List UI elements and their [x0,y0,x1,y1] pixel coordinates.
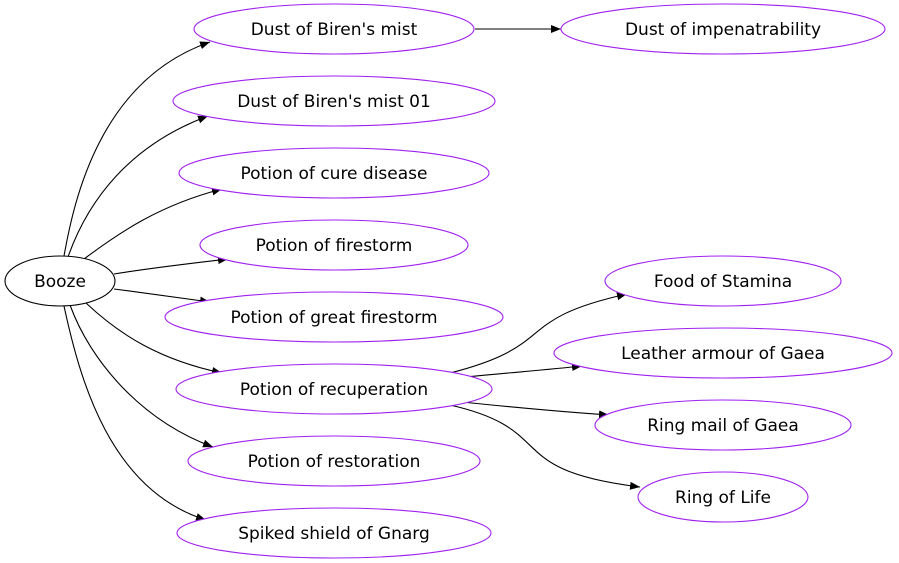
edge-booze-dust-biren [63,41,211,257]
node-potion-restoration[interactable]: Potion of restoration [187,435,481,487]
node-leather-gaea[interactable]: Leather armour of Gaea [553,327,893,379]
edge-recuperation-ring-mail-gaea [461,401,610,419]
node-potion-firestorm-shape [199,219,469,271]
node-dust-impenetrability-label: Dust of impenatrability [625,20,821,40]
node-ring-mail-gaea-shape [594,399,852,451]
node-potion-recuperation[interactable]: Potion of recuperation [175,363,493,415]
node-ring-life-shape [637,471,809,523]
node-leather-gaea-label: Leather armour of Gaea [621,344,825,364]
edge-booze-potion-cure [83,187,223,260]
edge-booze-dust-biren-01 [67,115,209,258]
node-potion-great-firestorm-shape [164,291,504,343]
edge-booze-potion-restoration [69,304,214,448]
edge-booze-potion-recuperation [85,302,223,375]
node-ring-life[interactable]: Ring of Life [637,471,809,523]
edge-recuperation-food-stamina [449,292,628,374]
node-dust-impenetrability[interactable]: Dust of impenatrability [560,3,886,55]
node-spiked-shield-label: Spiked shield of Gnarg [238,524,430,544]
node-booze-label: Booze [34,272,86,292]
node-spiked-shield-shape [176,507,492,559]
node-ring-life-label: Ring of Life [675,488,771,508]
node-potion-great-firestorm[interactable]: Potion of great firestorm [164,291,504,343]
node-ring-mail-gaea-label: Ring mail of Gaea [647,416,799,436]
node-potion-great-firestorm-label: Potion of great firestorm [230,308,437,328]
node-dust-biren-01-label: Dust of Biren's mist 01 [237,92,431,112]
node-booze[interactable]: Booze [4,255,116,307]
node-potion-cure[interactable]: Potion of cure disease [178,147,490,199]
node-potion-restoration-label: Potion of restoration [248,452,421,472]
node-spiked-shield[interactable]: Spiked shield of Gnarg [176,507,492,559]
node-food-stamina[interactable]: Food of Stamina [604,255,842,307]
node-potion-cure-label: Potion of cure disease [241,164,428,184]
node-potion-cure-shape [178,147,490,199]
edge-recuperation-ring-life [449,404,641,490]
node-food-stamina-label: Food of Stamina [654,272,792,292]
node-food-stamina-shape [604,255,842,307]
node-leather-gaea-shape [553,327,893,379]
node-ring-mail-gaea[interactable]: Ring mail of Gaea [594,399,852,451]
edges [63,25,641,521]
edge-recuperation-leather-gaea [465,363,583,378]
node-potion-restoration-shape [187,435,481,487]
node-dust-biren-01-shape [172,75,496,127]
node-dust-biren-label: Dust of Biren's mist [251,20,418,40]
node-potion-firestorm-label: Potion of firestorm [256,236,413,256]
edge-booze-potion-great-firestorm [113,288,211,305]
edge-booze-potion-firestorm [113,256,229,275]
node-dust-biren[interactable]: Dust of Biren's mist [193,3,475,55]
node-potion-recuperation-shape [175,363,493,415]
node-dust-biren-shape [193,3,475,55]
node-potion-recuperation-label: Potion of recuperation [240,380,428,400]
node-dust-impenetrability-shape [560,3,886,55]
node-booze-shape [4,255,116,307]
edge-booze-spiked-shield [63,305,207,521]
node-dust-biren-01[interactable]: Dust of Biren's mist 01 [172,75,496,127]
node-potion-firestorm[interactable]: Potion of firestorm [199,219,469,271]
nodes: Booze Dust of Biren's mist Dust of Biren… [4,3,893,559]
